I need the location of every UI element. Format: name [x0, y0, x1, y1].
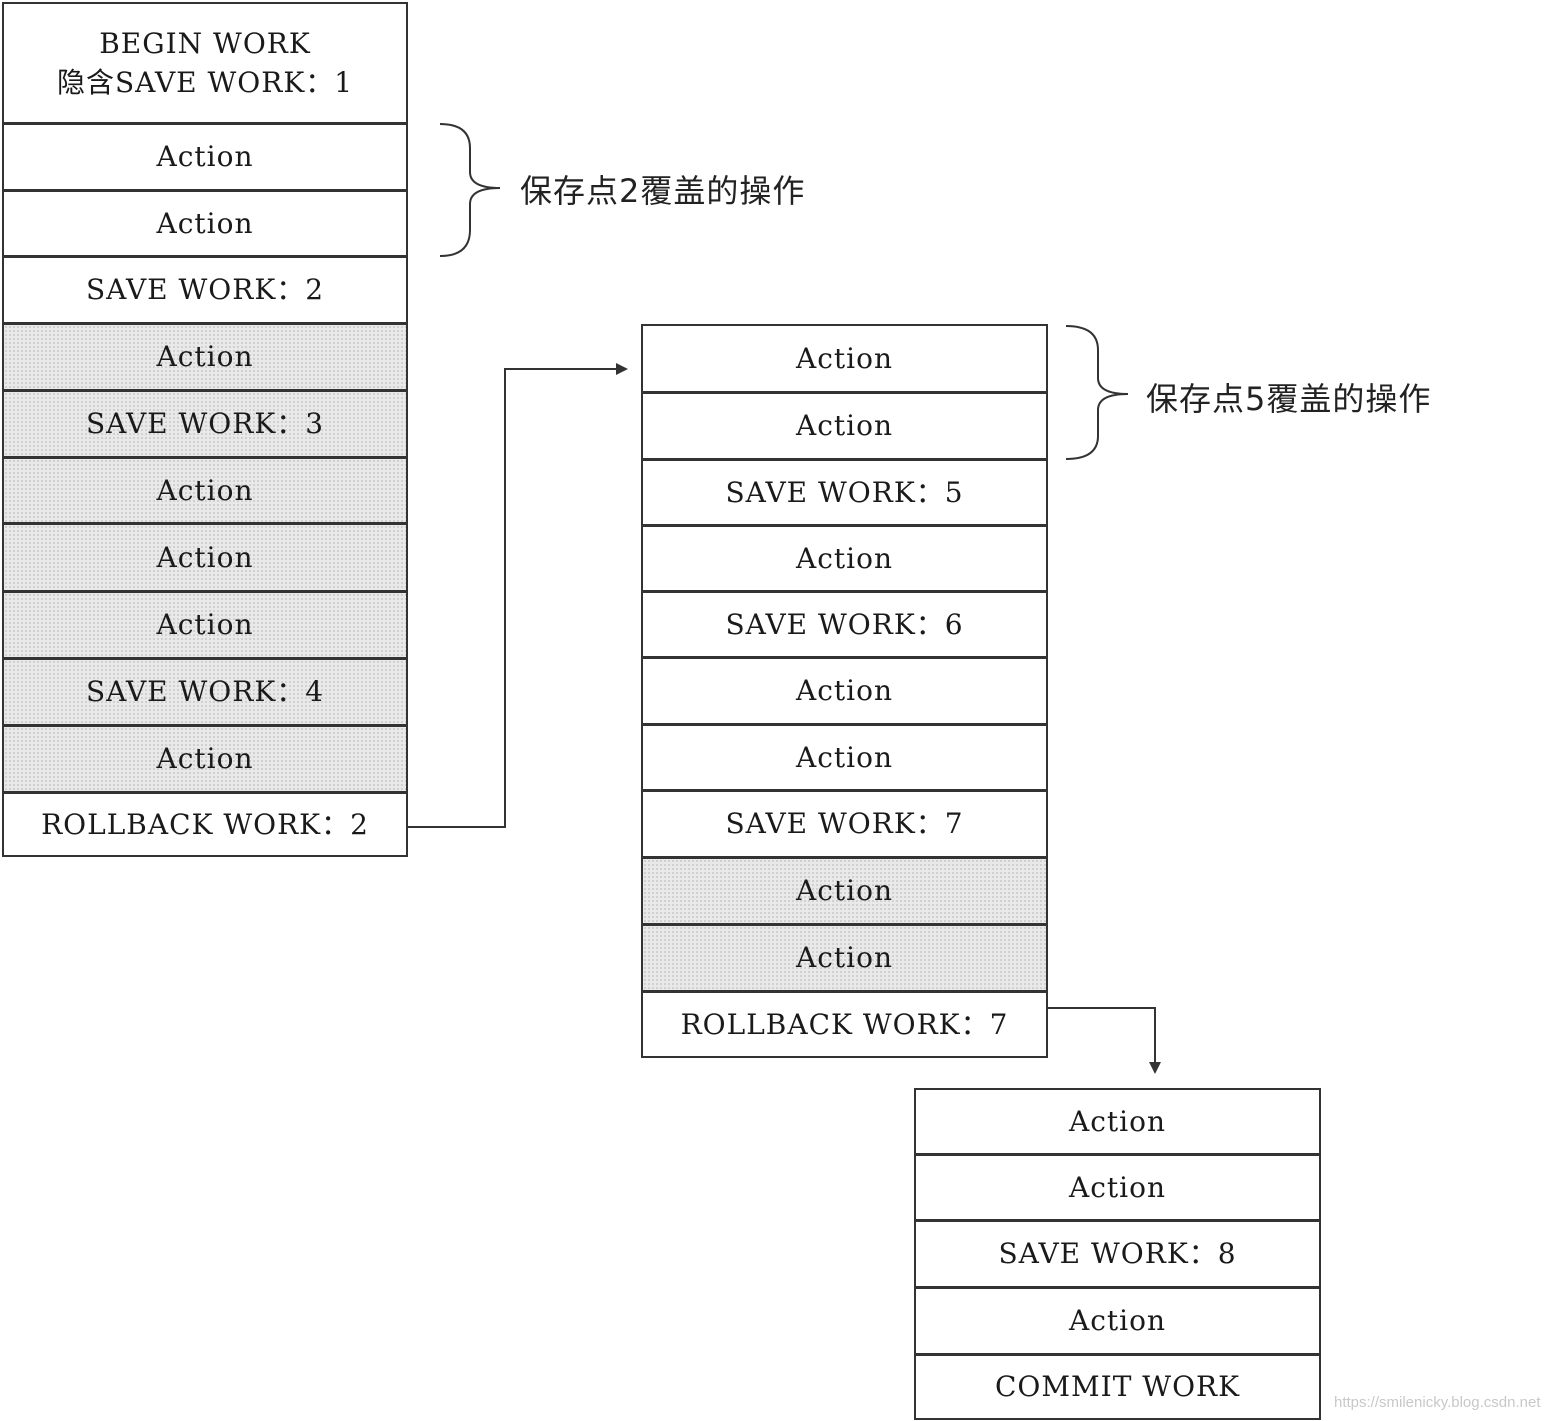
- cell-label: Action: [156, 340, 254, 374]
- cell-rollback: ROLLBACK WORK：7: [643, 990, 1046, 1056]
- cell-savepoint: SAVE WORK：4: [4, 657, 406, 724]
- cell-savepoint: SAVE WORK：8: [916, 1219, 1319, 1286]
- cell-action: Action: [916, 1286, 1319, 1353]
- cell-action: Action: [916, 1090, 1319, 1153]
- cell-label: Action: [156, 140, 254, 174]
- annotation-savepoint-2: 保存点2覆盖的操作: [520, 172, 806, 210]
- cell-label: SAVE WORK：2: [85, 273, 325, 307]
- cell-label: SAVE WORK：6: [725, 607, 964, 641]
- cell-label: Action: [796, 341, 893, 375]
- cell-action: Action: [643, 326, 1046, 391]
- cell-rollback: ROLLBACK WORK：2: [4, 791, 406, 855]
- cell-label: Action: [796, 874, 893, 908]
- cell-action: Action: [643, 723, 1046, 789]
- cell-action: Action: [4, 456, 406, 522]
- cell-action: Action: [4, 189, 406, 255]
- brace-savepoint-2: [439, 123, 501, 257]
- cell-label: Action: [796, 541, 893, 575]
- cell-label: Action: [1069, 1304, 1166, 1338]
- cell-label: Action: [156, 206, 254, 240]
- cell-action: Action: [916, 1153, 1319, 1219]
- cell-label: SAVE WORK：8: [998, 1237, 1237, 1271]
- cell-label: ROLLBACK WORK：7: [680, 1007, 1009, 1041]
- cell-label: ROLLBACK WORK：2: [41, 807, 369, 841]
- cell-label: BEGIN WORK: [99, 26, 311, 60]
- cell-label: Action: [156, 540, 254, 574]
- cell-label: Action: [796, 740, 893, 774]
- cell-label: Action: [156, 742, 254, 776]
- cell-label: Action: [156, 473, 254, 507]
- cell-savepoint: SAVE WORK：3: [4, 389, 406, 456]
- arrow-rollback-7: [1048, 1007, 1161, 1074]
- cell-commit: COMMIT WORK: [916, 1353, 1319, 1418]
- cell-label: SAVE WORK：7: [725, 807, 964, 841]
- arrow-rollback-2: [408, 363, 628, 828]
- cell-savepoint: SAVE WORK：2: [4, 255, 406, 322]
- cell-action: Action: [643, 856, 1046, 923]
- cell-label: COMMIT WORK: [994, 1370, 1241, 1404]
- cell-action: Action: [4, 724, 406, 791]
- cell-label: Action: [1069, 1170, 1166, 1204]
- cell-savepoint: SAVE WORK：7: [643, 789, 1046, 856]
- cell-label: SAVE WORK：4: [85, 675, 325, 709]
- brace-savepoint-5: [1065, 325, 1129, 460]
- cell-action: Action: [4, 590, 406, 657]
- cell-label: Action: [796, 941, 893, 975]
- cell-action: Action: [4, 322, 406, 389]
- cell-label: 隐含SAVE WORK：1: [56, 66, 354, 99]
- cell-label: SAVE WORK：3: [85, 407, 325, 441]
- cell-action: Action: [4, 122, 406, 189]
- cell-savepoint: SAVE WORK：6: [643, 590, 1046, 656]
- cell-savepoint: SAVE WORK：5: [643, 458, 1046, 524]
- watermark: https://smilenicky.blog.csdn.net: [1334, 1394, 1541, 1411]
- cell-label: Action: [796, 409, 893, 443]
- cell-action: Action: [4, 522, 406, 590]
- cell-action: Action: [643, 524, 1046, 590]
- cell-begin: BEGIN WORK 隐含SAVE WORK：1: [4, 4, 406, 122]
- cell-action: Action: [643, 923, 1046, 990]
- cell-label: Action: [1069, 1104, 1166, 1138]
- cell-label: Action: [156, 608, 254, 642]
- annotation-savepoint-5: 保存点5覆盖的操作: [1146, 380, 1432, 418]
- cell-label: SAVE WORK：5: [725, 475, 964, 509]
- cell-action: Action: [643, 391, 1046, 458]
- cell-action: Action: [643, 656, 1046, 723]
- cell-label: Action: [796, 674, 893, 708]
